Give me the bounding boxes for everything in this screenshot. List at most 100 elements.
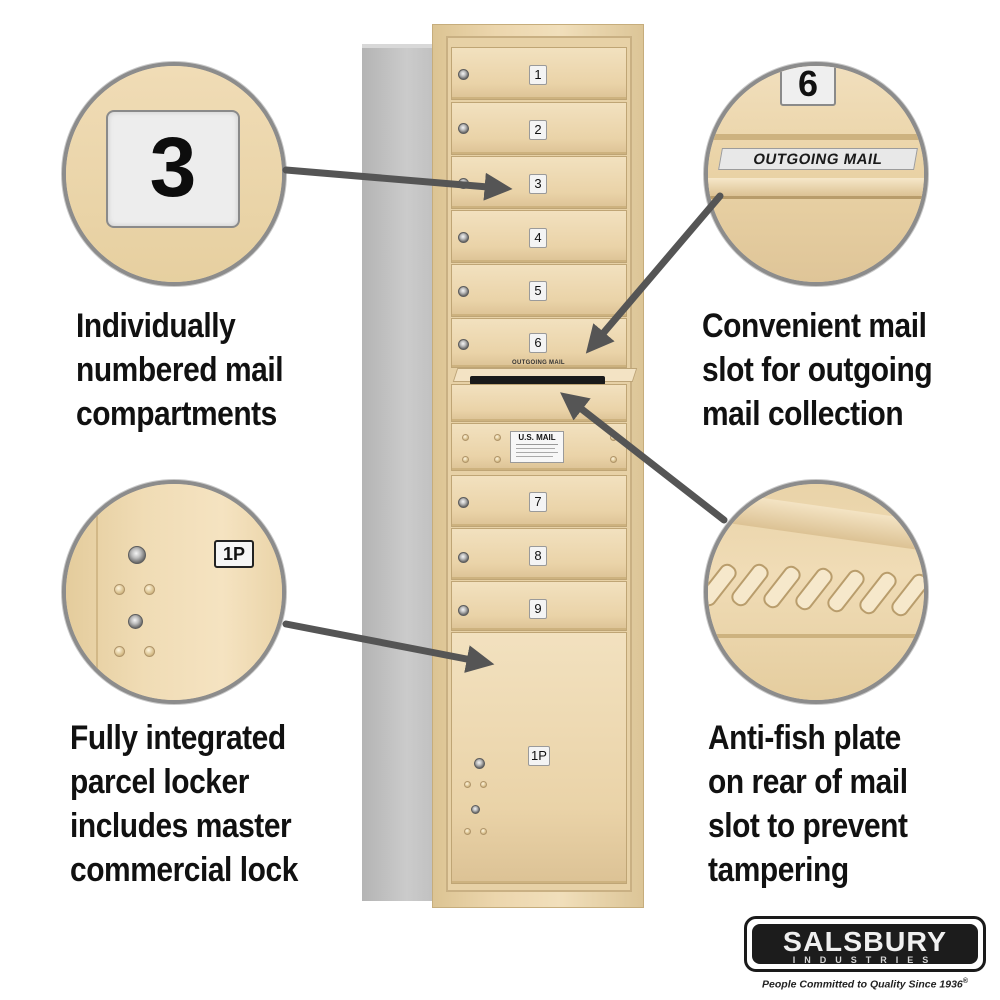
outgoing-mail-slot[interactable] xyxy=(470,376,605,385)
callout-anti-fish-plate: Anti-fish plate on rear of mail slot to … xyxy=(708,716,908,892)
number-tag-6-text: 6 xyxy=(797,63,819,104)
usmail-title: U.S. MAIL xyxy=(518,433,556,442)
callout-line: commercial lock xyxy=(70,851,298,889)
mail-door-8[interactable]: 8 xyxy=(451,528,627,580)
parcel-tag: 1P xyxy=(528,746,550,766)
logo-subtitle: INDUSTRIES xyxy=(792,955,938,965)
door-number-tag: 5 xyxy=(529,281,547,301)
usmail-plate: U.S. MAIL xyxy=(510,431,564,463)
mail-door-9[interactable]: 9 xyxy=(451,581,627,631)
callout-line: includes master xyxy=(70,807,292,845)
arrow-to-outgoing-slot xyxy=(585,192,724,354)
rivet-icon xyxy=(114,584,125,595)
commercial-lock-icon xyxy=(128,614,143,629)
callout-line: slot for outgoing xyxy=(702,351,933,389)
mail-door-4[interactable]: 4 xyxy=(451,210,627,263)
number-tag-6: 6 xyxy=(780,63,836,106)
rivet-icon xyxy=(144,584,155,595)
door-number-tag: 7 xyxy=(529,492,547,512)
door-edge xyxy=(708,134,924,140)
callout-numbered-compartments: Individually numbered mail compartments xyxy=(76,304,284,436)
anti-fish-plate-zoom xyxy=(704,480,928,704)
rivet-icon xyxy=(610,456,617,463)
parcel-locker-door[interactable]: 1P xyxy=(451,632,627,884)
callout-line: Fully integrated xyxy=(70,719,286,757)
callout-line: tampering xyxy=(708,851,849,889)
arrow-to-door-3 xyxy=(282,166,513,201)
callout-line: slot to prevent xyxy=(708,807,908,845)
outgoing-mail-label: OUTGOING MAIL xyxy=(512,360,565,366)
callout-outgoing-slot: Convenient mail slot for outgoing mail c… xyxy=(702,304,933,436)
mail-door-5[interactable]: 5 xyxy=(451,264,627,317)
master-lock-icon xyxy=(128,546,146,564)
registered-mark: ® xyxy=(962,978,968,985)
rivet-icon xyxy=(464,828,471,835)
door-number-tag: 6 xyxy=(529,333,547,353)
door-lock-icon xyxy=(458,286,469,297)
door-number-tag: 1 xyxy=(529,65,547,85)
callout-line: compartments xyxy=(76,395,277,433)
mail-door-7[interactable]: 7 xyxy=(451,475,627,527)
logo-tagline: People Committed to Quality Since 1936® xyxy=(740,978,990,991)
salsbury-logo: SALSBURY INDUSTRIES xyxy=(744,916,986,972)
numbered-compartment-zoom: 3 xyxy=(62,62,286,286)
parcel-tag-large-text: 1P xyxy=(222,544,246,564)
usmail-line xyxy=(516,456,553,457)
rivet-icon xyxy=(494,456,501,463)
door-number-tag: 4 xyxy=(529,228,547,248)
door-lock-icon xyxy=(458,123,469,134)
zoom-background xyxy=(66,484,282,700)
slot-flap xyxy=(708,178,924,196)
rivet-icon xyxy=(144,646,155,657)
arrow-to-anti-fish-plate xyxy=(560,392,728,524)
master-lock-icon xyxy=(474,758,485,769)
parcel-tag-large: 1P xyxy=(214,540,254,568)
usmail-line xyxy=(516,444,558,445)
callout-line: Individually xyxy=(76,307,236,345)
arrow-to-parcel-locker xyxy=(282,620,495,673)
rivet-icon xyxy=(464,781,471,788)
rivet-icon xyxy=(494,434,501,441)
number-tag-large: 3 xyxy=(106,110,240,228)
rivet-icon xyxy=(480,828,487,835)
door-number-tag: 3 xyxy=(529,174,547,194)
door-lock-icon xyxy=(458,69,469,80)
callout-line: mail collection xyxy=(702,395,904,433)
usmail-line xyxy=(516,452,558,453)
door-edge xyxy=(96,484,98,700)
door-lock-icon xyxy=(458,497,469,508)
outgoing-slot-zoom: 6 OUTGOING MAIL xyxy=(704,62,928,286)
callout-line: numbered mail xyxy=(76,351,284,389)
door-lock-icon xyxy=(458,339,469,350)
door-number-tag: 2 xyxy=(529,120,547,140)
mail-door-2[interactable]: 2 xyxy=(451,102,627,155)
callout-parcel-locker: Fully integrated parcel locker includes … xyxy=(70,716,298,892)
rivet-icon xyxy=(480,781,487,788)
rivet-icon xyxy=(114,646,125,657)
callout-line: Anti-fish plate xyxy=(708,719,901,757)
slot-shadow xyxy=(708,196,924,199)
door-number-tag: 9 xyxy=(529,599,547,619)
number-tag-large-text: 3 xyxy=(149,120,197,214)
mail-door-3[interactable]: 3 xyxy=(451,156,627,209)
parcel-locker-zoom: 1P xyxy=(62,480,286,704)
rivet-icon xyxy=(462,434,469,441)
logo-name: SALSBURY xyxy=(782,926,948,957)
anti-fish-slots-icon xyxy=(708,563,924,638)
mail-door-1[interactable]: 1 xyxy=(451,47,627,100)
door-number-tag: 8 xyxy=(529,546,547,566)
slot-panel xyxy=(451,384,627,422)
callout-line: parcel locker xyxy=(70,763,249,801)
callout-line: on rear of mail xyxy=(708,763,908,801)
logo-badge: SALSBURY INDUSTRIES xyxy=(752,924,978,965)
callout-line: Convenient mail xyxy=(702,307,927,345)
door-lock-icon xyxy=(458,605,469,616)
usmail-line xyxy=(516,448,555,449)
door-lock-icon xyxy=(458,552,469,563)
door-lock-icon xyxy=(458,232,469,243)
mailbox-side-panel xyxy=(362,48,444,901)
commercial-lock-icon xyxy=(471,805,480,814)
rivet-icon xyxy=(462,456,469,463)
tagline-text: People Committed to Quality Since 1936 xyxy=(762,978,963,991)
